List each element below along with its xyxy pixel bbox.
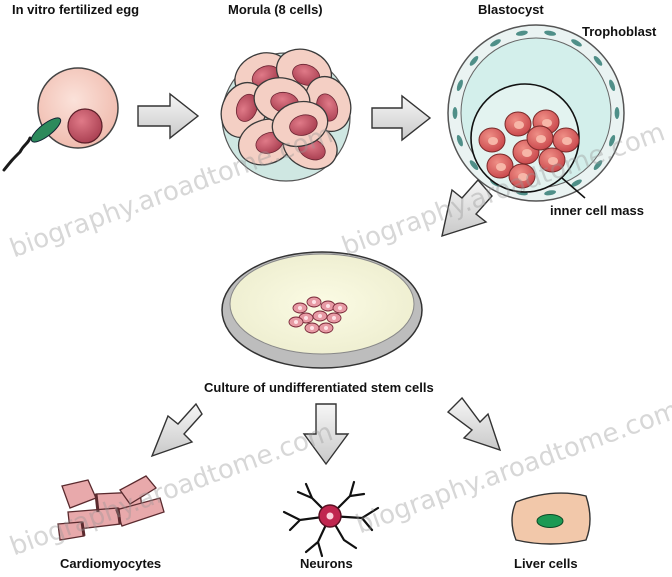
intercalated-disc xyxy=(94,493,100,513)
intercalated-disc xyxy=(116,507,122,525)
neuron-nucleus xyxy=(326,512,334,520)
label-cardiomyocytes: Cardiomyocytes xyxy=(60,556,162,571)
trophoblast-cell xyxy=(456,79,463,91)
inner-cell-mass-nucleus xyxy=(562,137,572,145)
arrow-morula-to-blastocyst xyxy=(371,94,432,142)
label-fertilized-egg: In vitro fertilized egg xyxy=(12,2,140,17)
arrow-blastocyst-to-dish xyxy=(441,178,493,238)
arrow-to-cardiomyocytes xyxy=(150,402,203,458)
trophoblast-cell xyxy=(490,39,501,47)
label-culture: Culture of undifferentiated stem cells xyxy=(204,380,434,395)
trophoblast-cell xyxy=(571,179,582,187)
inner-cell-mass-pointer xyxy=(561,177,586,199)
trophoblast-cell xyxy=(609,79,616,91)
stem-cell-nucleus xyxy=(324,326,328,330)
petri-dish xyxy=(221,251,423,369)
label-neurons: Neurons xyxy=(300,556,353,571)
cultured-stem-cells xyxy=(288,296,348,334)
trophoblast-cell xyxy=(609,135,616,147)
trophoblast-cell xyxy=(469,160,479,170)
inner-cell-mass-nucleus xyxy=(536,135,546,143)
trophoblast-cells xyxy=(452,30,620,196)
inner-cell-mass-cells xyxy=(478,109,580,189)
egg-nucleus xyxy=(67,108,103,144)
stem-cell-nucleus xyxy=(338,306,342,310)
morula xyxy=(220,48,352,182)
arrow-to-liver-cells xyxy=(446,396,502,452)
trophoblast-cell xyxy=(571,39,582,47)
label-liver-cells: Liver cells xyxy=(514,556,578,571)
inner-cell-mass-nucleus xyxy=(522,149,532,157)
cardio-segment xyxy=(119,475,157,505)
neuron-drawing xyxy=(282,480,380,558)
liver-cell-nucleus xyxy=(536,514,564,528)
arrow-to-neurons xyxy=(302,403,350,466)
label-trophoblast: Trophoblast xyxy=(582,24,657,39)
stem-cell-nucleus xyxy=(304,316,308,320)
liver-cell-drawing xyxy=(511,492,591,545)
sperm-tail xyxy=(2,136,32,172)
inner-cell-mass-nucleus xyxy=(518,173,528,181)
stem-cell-nucleus xyxy=(318,314,322,318)
trophoblast-cell xyxy=(544,190,557,196)
fertilized-egg xyxy=(2,67,119,172)
trophoblast-cell xyxy=(593,56,603,66)
trophoblast-cell xyxy=(544,30,557,36)
sperm-head xyxy=(30,117,62,143)
morula-nucleus xyxy=(289,114,318,136)
stem-cell-nucleus xyxy=(310,326,314,330)
cardio-segment xyxy=(61,479,97,509)
stem-cell-nucleus xyxy=(312,300,316,304)
inner-cell-mass-nucleus xyxy=(548,157,558,165)
stem-cell-nucleus xyxy=(294,320,298,324)
inner-cell-mass-nucleus xyxy=(496,163,506,171)
trophoblast-cell xyxy=(469,56,479,66)
cardiomyocytes-drawing xyxy=(57,475,165,541)
inner-cell-mass-nucleus xyxy=(514,121,524,129)
inner-cell-mass-nucleus xyxy=(488,137,498,145)
label-blastocyst: Blastocyst xyxy=(478,2,544,17)
inner-cell-mass-nucleus xyxy=(542,119,552,127)
label-inner-cell-mass: inner cell mass xyxy=(550,203,644,218)
cardio-segment xyxy=(57,521,85,541)
trophoblast-cell xyxy=(593,160,603,170)
morula-nucleus xyxy=(235,93,258,122)
arrow-egg-to-morula xyxy=(137,92,200,140)
trophoblast-cell xyxy=(452,107,458,119)
stem-cell-nucleus xyxy=(326,304,330,308)
trophoblast-cell xyxy=(614,107,620,119)
stem-cell-nucleus xyxy=(298,306,302,310)
blastocyst xyxy=(447,24,625,202)
label-morula: Morula (8 cells) xyxy=(228,2,323,17)
trophoblast-cell xyxy=(456,135,463,147)
intercalated-disc xyxy=(80,521,86,537)
trophoblast-cell xyxy=(515,30,528,36)
stem-cell-nucleus xyxy=(332,316,336,320)
